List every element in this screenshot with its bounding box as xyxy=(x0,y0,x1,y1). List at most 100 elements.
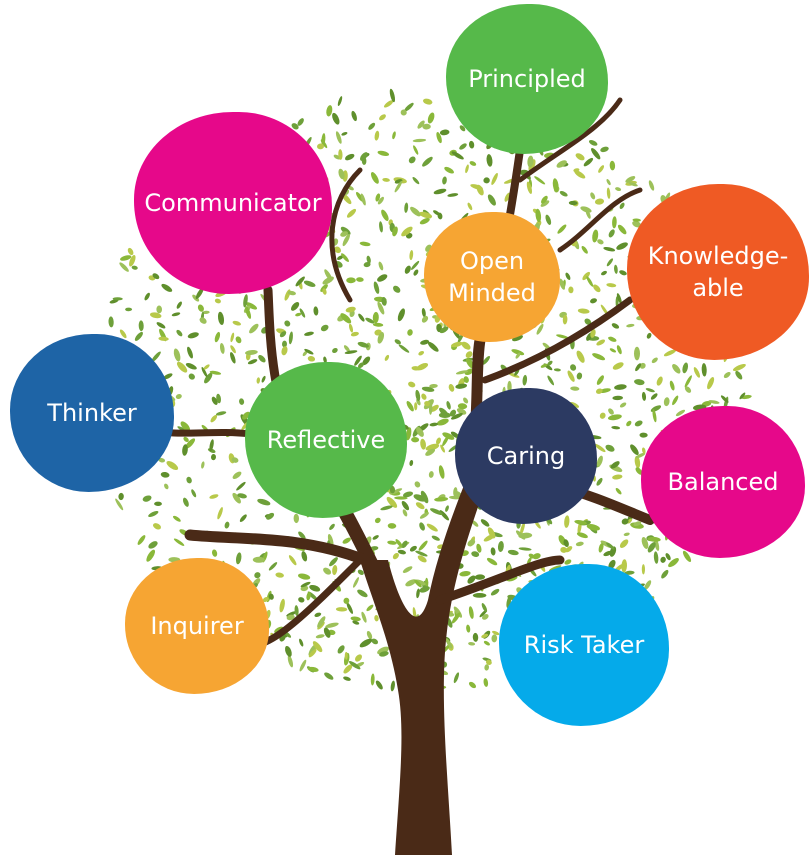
leaf xyxy=(480,519,490,527)
leaf xyxy=(576,350,585,363)
leaf xyxy=(173,348,181,362)
leaf xyxy=(408,156,416,164)
leaf xyxy=(612,395,623,401)
leaf xyxy=(606,258,614,267)
leaf xyxy=(357,569,364,575)
leaf xyxy=(365,317,375,324)
leaf xyxy=(419,218,430,225)
leaf xyxy=(575,153,585,161)
leaf xyxy=(295,312,302,317)
leaf xyxy=(120,255,132,261)
leaf xyxy=(279,598,285,613)
leaf xyxy=(562,314,568,325)
leaf xyxy=(453,672,460,684)
leaf xyxy=(420,339,430,345)
leaf xyxy=(601,270,607,276)
leaf xyxy=(598,543,604,553)
leaf xyxy=(338,168,345,180)
leaf xyxy=(672,395,679,406)
leaf xyxy=(651,357,658,364)
leaf xyxy=(129,255,136,267)
leaf xyxy=(420,490,429,504)
leaf xyxy=(183,436,189,442)
leaf xyxy=(368,122,376,130)
leaf xyxy=(437,212,443,220)
leaf xyxy=(518,547,532,551)
leaf xyxy=(372,322,384,327)
leaf xyxy=(401,226,413,237)
leaf xyxy=(381,209,389,221)
leaf xyxy=(476,543,482,553)
leaf xyxy=(192,294,200,302)
leaf xyxy=(520,521,525,535)
leaf xyxy=(210,454,217,461)
leaf xyxy=(345,306,356,313)
leaf xyxy=(224,521,230,529)
leaf xyxy=(173,538,185,546)
leaf xyxy=(299,308,306,318)
leaf xyxy=(389,485,396,494)
leaf xyxy=(661,569,669,579)
leaf xyxy=(419,512,429,519)
leaf xyxy=(202,310,210,315)
leaf xyxy=(617,224,627,235)
leaf xyxy=(297,118,304,126)
leaf xyxy=(467,202,473,211)
leaf xyxy=(645,388,655,393)
leaf xyxy=(610,461,620,469)
leaf xyxy=(582,271,591,281)
leaf xyxy=(359,241,371,247)
trait-knowledgeable: Knowledge- able xyxy=(627,184,809,360)
leaf xyxy=(528,553,535,559)
leaf xyxy=(320,324,329,332)
leaf xyxy=(592,353,606,361)
leaf xyxy=(256,377,261,384)
leaf xyxy=(635,467,643,475)
leaf xyxy=(490,588,500,596)
leaf xyxy=(379,651,389,657)
leaf xyxy=(461,341,471,350)
leaf xyxy=(249,323,259,334)
leaf xyxy=(584,318,592,326)
leaf xyxy=(337,255,344,261)
leaf xyxy=(340,231,349,237)
leaf xyxy=(436,418,449,426)
leaf xyxy=(299,638,304,647)
leaf xyxy=(217,507,223,520)
leaf xyxy=(436,437,441,445)
trait-principled: Principled xyxy=(446,4,608,154)
leaf xyxy=(429,422,439,427)
leaf xyxy=(723,371,731,379)
leaf xyxy=(422,156,433,167)
leaf xyxy=(281,346,288,356)
leaf xyxy=(344,153,355,161)
leaf xyxy=(356,277,364,282)
leaf xyxy=(402,566,413,573)
leaf xyxy=(201,461,205,469)
leaf xyxy=(172,515,181,522)
leaf xyxy=(632,218,641,222)
leaf xyxy=(152,273,160,280)
leaf xyxy=(445,638,453,649)
leaf xyxy=(166,461,179,470)
leaf xyxy=(468,140,475,149)
leaf xyxy=(402,509,408,517)
leaf xyxy=(404,102,414,112)
leaf xyxy=(358,362,364,369)
leaf xyxy=(377,332,385,344)
trait-label-open-minded: Open Minded xyxy=(448,246,536,307)
leaf xyxy=(284,289,291,301)
leaf xyxy=(668,558,679,568)
leaf xyxy=(350,616,361,622)
leaf xyxy=(235,336,242,344)
leaf xyxy=(358,313,365,322)
leaf xyxy=(483,177,490,184)
leaf xyxy=(370,172,379,184)
leaf xyxy=(188,373,195,380)
leaf xyxy=(373,281,380,294)
leaf xyxy=(187,332,199,339)
leaf xyxy=(176,301,182,309)
leaf xyxy=(410,206,421,217)
leaf xyxy=(146,549,156,562)
leaf xyxy=(594,198,605,205)
